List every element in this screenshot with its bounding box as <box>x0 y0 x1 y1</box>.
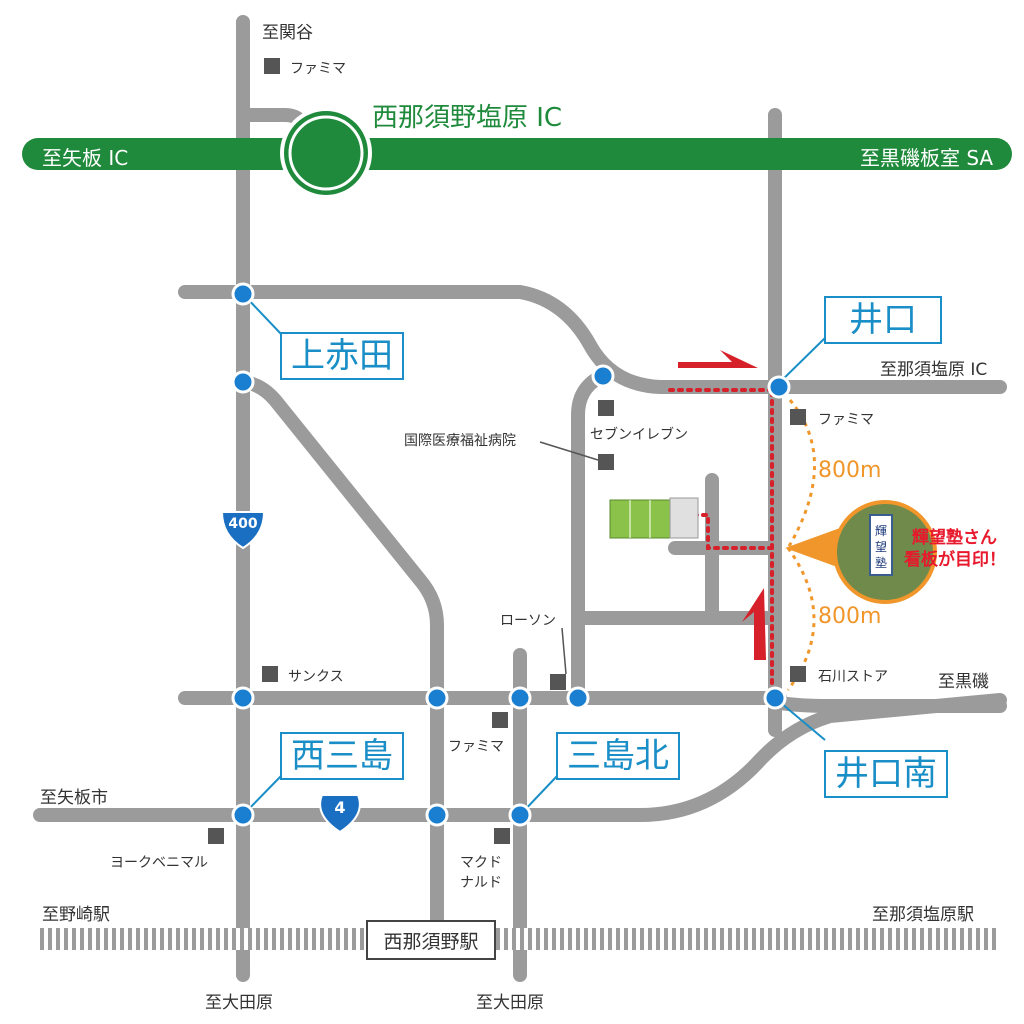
callout-line2: 看板が目印！ <box>904 550 1006 570</box>
dest-south-mid: 至大田原 <box>476 993 544 1013</box>
shop-icon <box>262 666 278 682</box>
intersection-iguchi: 井口 <box>824 296 942 344</box>
hw-west-dest: 至矢板 IC <box>42 146 129 170</box>
arrow-east-icon <box>678 350 758 368</box>
shop-famima-iguchi: ファミマ <box>818 412 874 428</box>
road-diagonal <box>238 375 444 937</box>
distance-arcs <box>786 399 816 691</box>
shop-famima-mid: ファミマ <box>448 739 504 755</box>
distance-upper: 800m <box>818 458 882 483</box>
intersection-mishimakita: 三島北 <box>556 732 680 780</box>
hw-east-dest: 至黒磯板室 SA <box>860 146 994 170</box>
station-nishinasuno: 西那須野駅 <box>366 920 496 960</box>
hospital-icon <box>598 454 614 470</box>
ic-name: 西那須野塩原 IC <box>372 103 563 133</box>
shop-mcd-line2: ナルド <box>460 875 502 891</box>
shop-ishikawa: 石川ストア <box>818 669 888 685</box>
shop-icon <box>264 58 280 74</box>
dest-rail-east: 至那須塩原駅 <box>872 905 974 925</box>
shop-lawson: ローソン <box>500 613 556 629</box>
dest-east-mid: 至那須塩原 IC <box>880 360 988 380</box>
signboard-callout: 輝 望 塾 <box>785 500 937 604</box>
school-building-icon <box>609 497 699 539</box>
dest-south-left: 至大田原 <box>205 993 273 1013</box>
arrow-north-icon <box>742 588 766 660</box>
shop-icon <box>550 674 566 690</box>
svg-text:塾: 塾 <box>875 555 887 570</box>
route-arrows <box>678 350 766 660</box>
route-400-badge: 400 <box>228 516 258 532</box>
lawson-leader <box>561 627 567 675</box>
route-badges <box>220 511 361 834</box>
shop-yorkbenimaru: ヨークベニマル <box>110 855 208 871</box>
intersection-nishimishima: 西三島 <box>280 732 404 780</box>
shop-icon <box>790 409 806 425</box>
shop-mcd-line1: マクド <box>460 855 502 871</box>
shop-icon <box>790 666 806 682</box>
shop-icon <box>598 400 614 416</box>
highway <box>22 107 1012 199</box>
hospital-leader <box>539 441 599 461</box>
intersection-iguchiminami: 井口南 <box>824 750 948 798</box>
intersection-nodes <box>231 282 791 827</box>
hospital-label: 国際医療福祉病院 <box>404 433 516 449</box>
callout-line1: 輝望塾さん <box>912 528 997 548</box>
shop-sunkus: サンクス <box>288 669 344 685</box>
dest-rail-west: 至野崎駅 <box>42 905 110 925</box>
shop-famima-top: ファミマ <box>290 61 346 77</box>
svg-text:望: 望 <box>875 540 887 554</box>
route-dotted <box>668 388 777 697</box>
shop-icon <box>208 828 224 844</box>
shop-seven: セブンイレブン <box>590 427 688 443</box>
svg-text:輝: 輝 <box>875 524 887 538</box>
dest-west-route4: 至矢板市 <box>40 788 108 808</box>
route-4-badge: 4 <box>334 798 346 817</box>
shop-icon <box>494 828 510 844</box>
shop-icon <box>492 712 508 728</box>
road-route-4 <box>33 693 1007 822</box>
dest-north: 至関谷 <box>262 23 313 43</box>
dest-east-low: 至黒磯 <box>938 672 989 692</box>
road-kamiakada-iguchi <box>178 285 1007 394</box>
intersection-kamiakada: 上赤田 <box>280 332 404 380</box>
railway <box>40 928 1000 950</box>
distance-lower: 800m <box>818 604 882 629</box>
